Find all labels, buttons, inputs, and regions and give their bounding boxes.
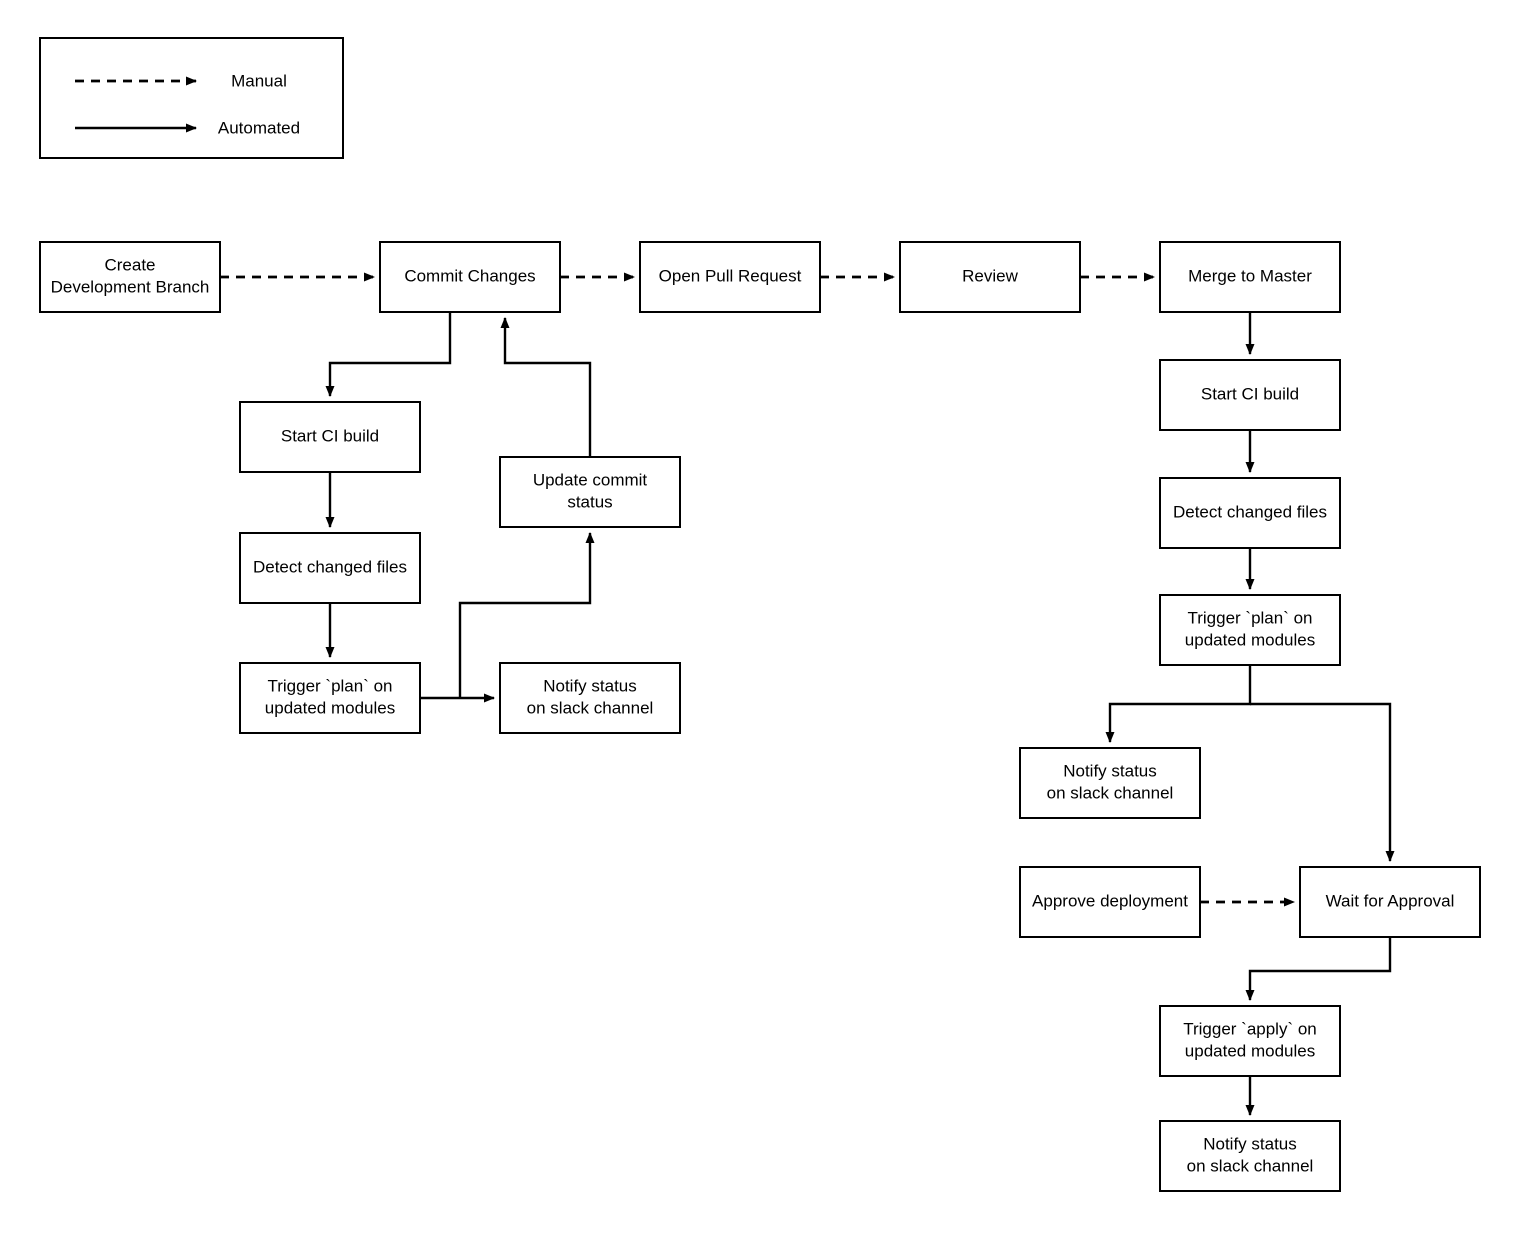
legend-border — [39, 37, 344, 159]
node-detect-changed-files-left-label-line1: Detect changed files — [253, 557, 407, 576]
node-merge-to-master-box — [1159, 241, 1341, 313]
node-approve-deployment-box — [1019, 866, 1201, 938]
node-commit-changes-box — [379, 241, 561, 313]
node-notify-status-right-apply[interactable]: Notify status on slack channel — [1159, 1120, 1341, 1192]
node-trigger-plan-right-label-line2: updated modules — [1185, 630, 1315, 649]
node-start-ci-build-right-label-line1: Start CI build — [1201, 384, 1299, 403]
node-merge-to-master-label-line1: Merge to Master — [1188, 266, 1312, 285]
node-start-ci-build-left[interactable]: Start CI build — [239, 401, 421, 473]
node-create-development-branch-box — [39, 241, 221, 313]
node-notify-status-right-plan-label-line2: on slack channel — [1047, 783, 1174, 802]
edge-trigger-plan-to-wait-approval — [1250, 702, 1395, 862]
node-create-development-branch-label-line2: Development Branch — [51, 277, 210, 296]
node-detect-changed-files-left-box — [239, 532, 421, 604]
node-detect-changed-files-right-label-line1: Detect changed files — [1173, 502, 1327, 521]
node-merge-to-master[interactable]: Merge to Master — [1159, 241, 1341, 313]
node-wait-for-approval-box — [1299, 866, 1481, 938]
node-update-commit-status-label-line2: status — [567, 492, 612, 511]
node-notify-status-right-plan[interactable]: Notify status on slack channel — [1019, 747, 1201, 819]
node-review-box — [899, 241, 1081, 313]
edge-trigger-plan-to-update-commit — [458, 532, 595, 698]
node-notify-status-right-apply-box — [1159, 1120, 1341, 1192]
node-update-commit-status-box — [499, 456, 681, 528]
node-trigger-apply-right-box — [1159, 1005, 1341, 1077]
node-wait-for-approval[interactable]: Wait for Approval — [1299, 866, 1481, 938]
node-trigger-plan-left[interactable]: Trigger `plan` on updated modules — [239, 662, 421, 734]
node-trigger-plan-left-label-line2: updated modules — [265, 698, 395, 717]
node-update-commit-status-label-line1: Update commit — [533, 470, 648, 489]
node-notify-status-left-box — [499, 662, 681, 734]
node-trigger-plan-right-box — [1159, 594, 1341, 666]
legend-automated-label: Automated — [218, 118, 300, 137]
node-open-pull-request-box — [639, 241, 821, 313]
node-notify-status-right-plan-label-line1: Notify status — [1063, 761, 1157, 780]
node-detect-changed-files-right-box — [1159, 477, 1341, 549]
edge-update-commit-to-commit — [500, 317, 592, 457]
node-approve-deployment-label-line1: Approve deployment — [1032, 891, 1188, 910]
node-trigger-apply-right-label-line1: Trigger `apply` on — [1183, 1019, 1317, 1038]
edge-trigger-plan-to-notify-right — [1105, 665, 1252, 743]
node-commit-changes-label-line1: Commit Changes — [404, 266, 535, 285]
node-notify-status-right-apply-label-line1: Notify status — [1203, 1134, 1297, 1153]
node-review-label-line1: Review — [962, 266, 1018, 285]
legend-manual-label: Manual — [231, 71, 287, 90]
edge-wait-to-trigger-apply — [1245, 937, 1392, 1001]
node-open-pull-request-label-line1: Open Pull Request — [659, 266, 802, 285]
edges-layer — [220, 272, 1395, 1116]
node-trigger-apply-right-label-line2: updated modules — [1185, 1041, 1315, 1060]
node-detect-changed-files-right[interactable]: Detect changed files — [1159, 477, 1341, 549]
node-trigger-plan-right[interactable]: Trigger `plan` on updated modules — [1159, 594, 1341, 666]
node-trigger-apply-right[interactable]: Trigger `apply` on updated modules — [1159, 1005, 1341, 1077]
edge-commit-to-start-ci — [325, 312, 452, 397]
node-open-pull-request[interactable]: Open Pull Request — [639, 241, 821, 313]
node-notify-status-right-apply-label-line2: on slack channel — [1187, 1156, 1314, 1175]
node-start-ci-build-left-box — [239, 401, 421, 473]
node-commit-changes[interactable]: Commit Changes — [379, 241, 561, 313]
node-approve-deployment[interactable]: Approve deployment — [1019, 866, 1201, 938]
node-review[interactable]: Review — [899, 241, 1081, 313]
node-notify-status-left-label-line1: Notify status — [543, 676, 637, 695]
node-notify-status-right-plan-box — [1019, 747, 1201, 819]
node-start-ci-build-left-label-line1: Start CI build — [281, 426, 379, 445]
node-start-ci-build-right[interactable]: Start CI build — [1159, 359, 1341, 431]
node-notify-status-left-label-line2: on slack channel — [527, 698, 654, 717]
node-trigger-plan-left-box — [239, 662, 421, 734]
node-trigger-plan-left-label-line1: Trigger `plan` on — [267, 676, 392, 695]
node-trigger-plan-right-label-line1: Trigger `plan` on — [1187, 608, 1312, 627]
node-start-ci-build-right-box — [1159, 359, 1341, 431]
node-update-commit-status[interactable]: Update commit status — [499, 456, 681, 528]
node-detect-changed-files-left[interactable]: Detect changed files — [239, 532, 421, 604]
node-notify-status-left[interactable]: Notify status on slack channel — [499, 662, 681, 734]
node-wait-for-approval-label-line1: Wait for Approval — [1326, 891, 1455, 910]
node-create-development-branch-label-line1: Create — [104, 255, 155, 274]
